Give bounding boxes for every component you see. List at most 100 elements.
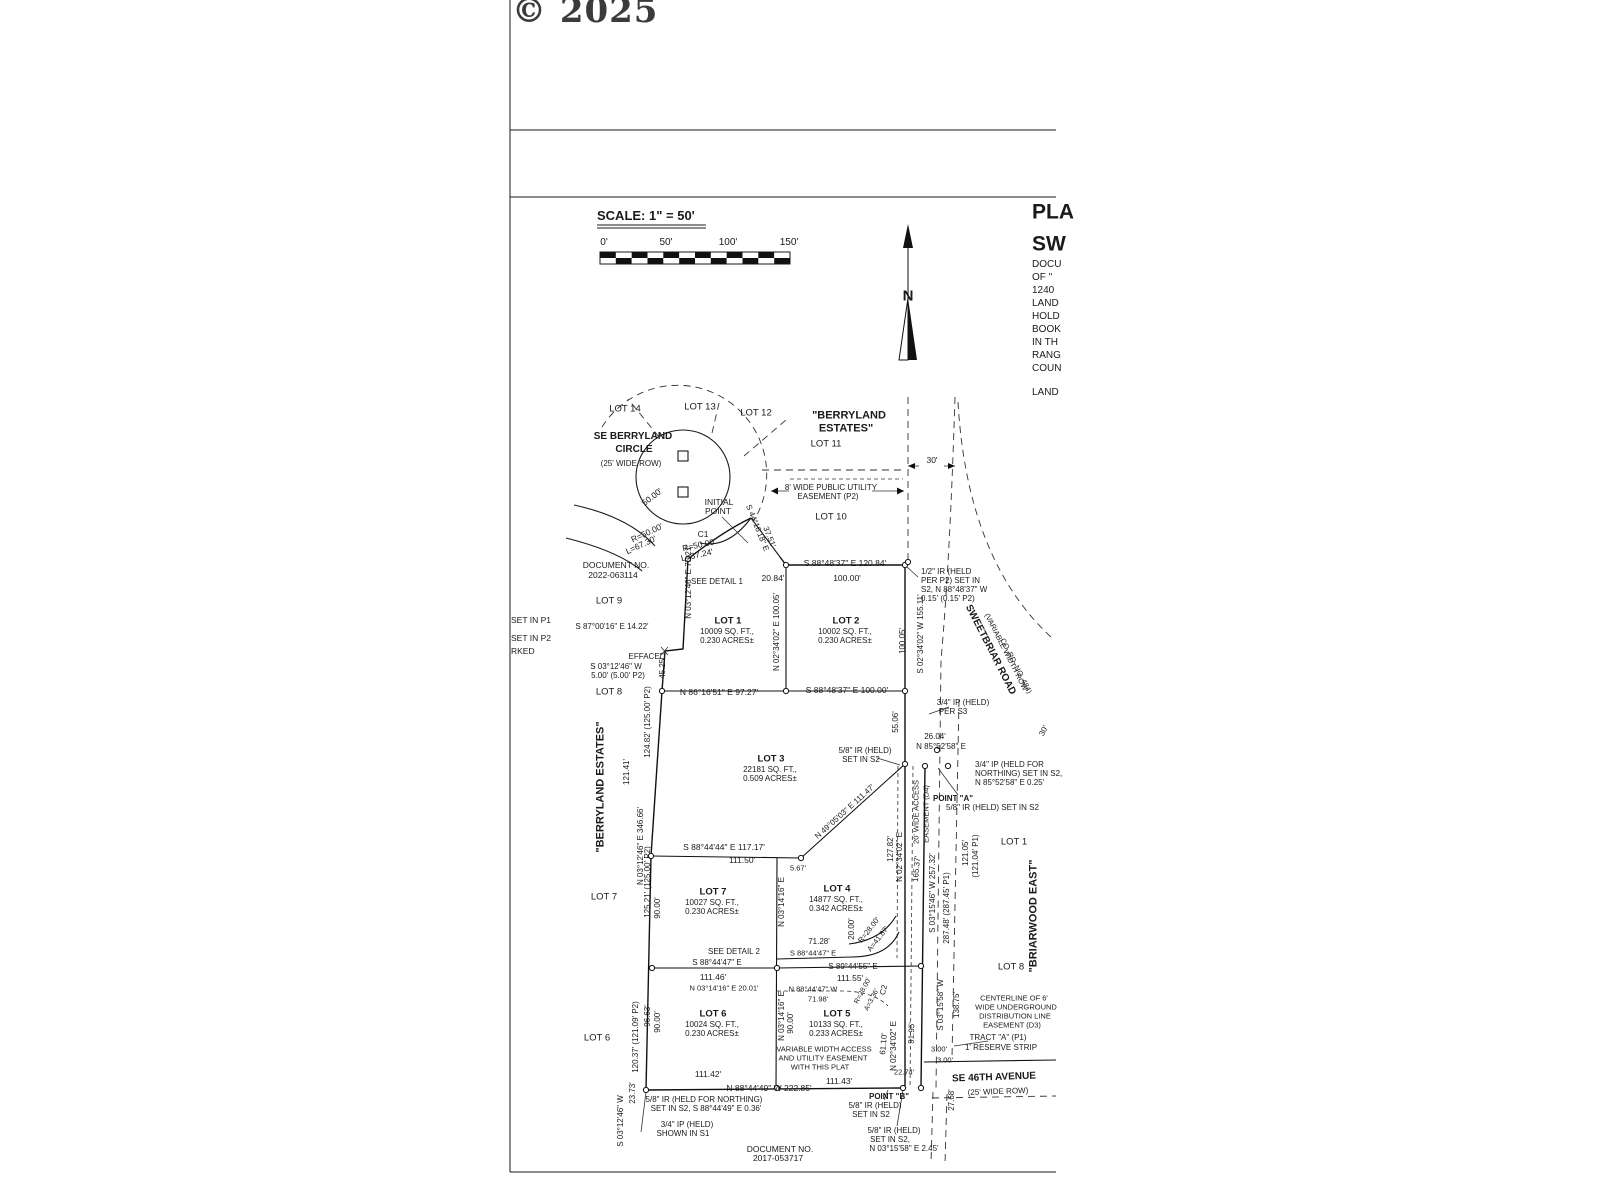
plat-label: 10009 SQ. FT., [700, 627, 754, 636]
plat-label: 111.50' [728, 854, 756, 865]
plat-label: N 85°52'58" E [916, 742, 966, 751]
plat-label: SET IN S2 [852, 1110, 890, 1119]
plat-label: 0.230 ACRES± [818, 636, 872, 645]
plat-label: S 03°12'46" W [590, 662, 642, 671]
plat-label: 0.15' (0.15' P2) [921, 594, 975, 603]
plat-label: DOCUMENT NO. [746, 1143, 814, 1154]
plat-label: "BRIARWOOD EAST" [1027, 859, 1040, 973]
plat-label: N 49°05'03" E 111.47' [813, 782, 877, 841]
plat-label: 127.82' [886, 836, 895, 862]
plat-label: 90.00' [786, 1012, 795, 1034]
plat-label: 124.82' (125.00' P2) [643, 686, 652, 758]
plat-label: LOT 13 [684, 401, 716, 413]
plat-label: RANG [1032, 350, 1061, 361]
plat-label: 0.342 ACRES± [809, 904, 863, 913]
plat-label: 150' [779, 237, 799, 248]
plat-label: N 02°34'02" E [889, 1021, 898, 1071]
plat-label: LOT 8 [997, 961, 1025, 973]
scale-title: SCALE: 1" = 50' [597, 208, 695, 223]
plat-label: 71.98' [807, 994, 829, 1004]
plat-label: LOT 7 [699, 886, 727, 898]
plat-label: SHOWN IN S1 [656, 1129, 710, 1138]
cul-de-sac [565, 429, 781, 572]
plat-label: INITIAL [704, 496, 734, 507]
plat-label: 22181 SQ. FT., [743, 765, 797, 774]
plat-label: 100.00' [833, 572, 861, 583]
plat-label: PLA [1032, 200, 1074, 224]
plat-label: 0.230 ACRES± [685, 907, 739, 916]
plat-label: S 88°44'47" E [789, 948, 837, 958]
plat-label: POINT "A" [932, 794, 974, 803]
plat-label: 5.00' (5.00' P2) [591, 671, 645, 680]
plat-label: PER P2) SET IN [921, 576, 980, 585]
plat-label: N 03°14'16" E [777, 877, 786, 927]
plat-label: 61.10' [878, 1032, 889, 1056]
plat-label: LOT 11 [810, 438, 842, 450]
plat-label: 22.74' [893, 1067, 915, 1077]
plat-label: 0.233 ACRES± [809, 1029, 863, 1038]
plat-label: N 03°12'46" E 75.21' [684, 545, 693, 619]
plat-label: S 88°48'37" E 100.00' [805, 684, 889, 695]
lot-lines [650, 565, 1057, 1089]
plat-label: 3.00' [930, 1044, 948, 1054]
plat-label: N 03°15'58" E 2.45' [869, 1144, 939, 1153]
plat-label: 111.43' [825, 1075, 853, 1086]
plat-label: N 88°44'47" W [788, 984, 838, 994]
plat-label: TRACT "A" (P1) [969, 1033, 1027, 1042]
plat-label: 120.37' (121.09' P2) [631, 1001, 640, 1073]
plat-label: 3/4" IP (HELD) [936, 698, 990, 707]
plat-label: BOOK [1032, 324, 1061, 335]
plat-label: LOT 1 [714, 615, 742, 627]
plat-label: 26.04' [924, 732, 946, 741]
plat-label: LAND [1032, 387, 1059, 398]
plat-label: N 03°14'16" E 20.01' [689, 983, 759, 993]
plat-label: S 87°00'16" E 14.22' [575, 622, 649, 631]
plat-label: POINT [705, 505, 731, 516]
plat-label: 100' [718, 237, 738, 248]
plat-label: COUN [1032, 363, 1062, 374]
north-arrow-icon [898, 224, 917, 361]
plat-label: 100.05' [898, 628, 907, 654]
plat-label: DOCU [1032, 259, 1062, 270]
plat-label: 14877 SQ. FT., [809, 895, 863, 904]
plat-label: 20.84' [761, 572, 785, 583]
plat-label: LAND [1032, 298, 1059, 309]
plat-label: PER S3 [938, 707, 968, 716]
plat-label: SEE DETAIL 1 [690, 577, 744, 586]
plat-label: 10027 SQ. FT., [685, 898, 739, 907]
plat-label: (25' WIDE ROW) [967, 1085, 1029, 1098]
plat-label: OF " [1032, 272, 1053, 283]
plat-label: 138.75' [952, 992, 961, 1018]
plat-label: SET IN P2 [511, 632, 551, 643]
plat-label: LOT 2 [832, 615, 860, 627]
plat-label: 5/8" IR (HELD) [838, 746, 892, 755]
plat-label: 0.509 ACRES± [743, 774, 797, 783]
plat-label: C1 [697, 528, 709, 539]
plat-label: SET IN P1 [511, 614, 551, 625]
plat-label: 90.00' [653, 1011, 662, 1033]
plat-label: ESTATES" [818, 422, 874, 435]
plat-label: LOT 14 [609, 403, 641, 415]
plat-label: LOT 8 [595, 686, 623, 698]
plat-label: IN TH [1032, 337, 1058, 348]
plat-label: LOT 6 [699, 1008, 727, 1020]
plat-label: 1240 [1032, 285, 1055, 296]
plat-label: S 89°44'55" E [828, 962, 878, 971]
plat-label: DOCUMENT NO. [582, 559, 650, 570]
plat-label: S 02°34'02" W 155.11' [916, 594, 925, 674]
plat-label: 111.42' [694, 1068, 722, 1079]
plat-label: 45.25' [658, 657, 667, 679]
plat-label: "BERRYLAND ESTATES" [594, 721, 607, 853]
plat-label: N 85°52'58" E 0.25' [975, 778, 1045, 787]
plat-label: 30' [1037, 724, 1050, 738]
plat-label: 3.00' [936, 1055, 954, 1065]
plat-label: 10002 SQ. FT., [818, 627, 872, 636]
plat-label: EASEMENT (P2) [797, 492, 859, 501]
plat-label: 27.68' [947, 1089, 956, 1111]
plat-label: S 88°44'44" E 117.17' [683, 841, 765, 852]
plat-label: 2017-053717 [752, 1152, 804, 1163]
plat-label: SET IN S2, S 88°44'49" E 0.36' [650, 1104, 762, 1113]
plat-label: LOT 5 [823, 1008, 851, 1020]
plat-label: 111.55' [836, 972, 864, 983]
plat-label: 3/4" IP (HELD) [660, 1120, 714, 1129]
